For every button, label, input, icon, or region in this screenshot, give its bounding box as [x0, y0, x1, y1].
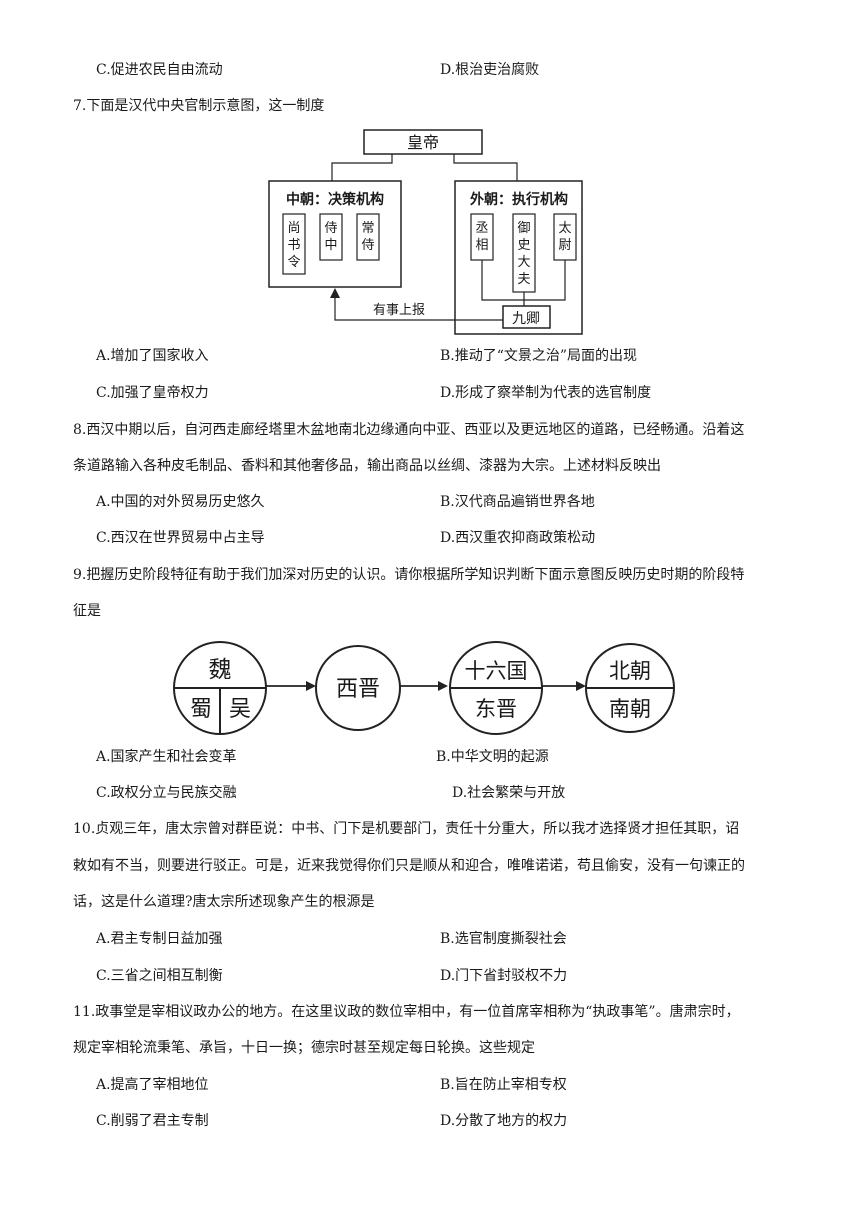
q8-stem-line2: 条道路输入各种皮毛制品、香料和其他奢侈品，输出商品以丝绸、漆器为大宗。上述材料反… [73, 458, 661, 474]
han-official-system-diagram: 皇帝 中朝：决策机构 尚书令 侍中 常侍 外朝：执行机构 丞相 御史大夫 太尉 … [268, 129, 583, 335]
circle2-label: 西晋 [336, 677, 380, 702]
q11-option-c: C.削弱了君主专制 [96, 1113, 209, 1129]
circle3-top: 十六国 [465, 659, 528, 683]
outer-item-chengxiang: 丞相 [475, 221, 488, 253]
q7-option-a: A.增加了国家收入 [96, 348, 209, 364]
q11-option-d: D.分散了地方的权力 [440, 1113, 568, 1129]
q7-stem: 7.下面是汉代中央官制示意图，这一制度 [73, 98, 325, 114]
q9-option-c: C.政权分立与民族交融 [96, 785, 237, 801]
q6-option-c: C.促进农民自由流动 [96, 62, 223, 78]
inner-court-title: 中朝：决策机构 [286, 191, 384, 208]
q10-option-c: C.三省之间相互制衡 [96, 968, 223, 984]
jiuqing-label: 九卿 [512, 311, 540, 327]
q9-option-d: D.社会繁荣与开放 [452, 785, 566, 801]
q8-option-d: D.西汉重农抑商政策松动 [440, 530, 596, 546]
report-label: 有事上报 [373, 303, 425, 318]
outer-court-title: 外朝：执行机构 [470, 191, 568, 208]
q8-option-b: B.汉代商品遍销世界各地 [440, 494, 595, 510]
q10-option-a: A.君主专制日益加强 [96, 931, 223, 947]
q9-stem-line1: 9.把握历史阶段特征有助于我们加深对历史的认识。请你根据所学知识判断下面示意图反… [73, 567, 745, 583]
circle1-left: 蜀 [190, 697, 212, 722]
q10-stem-line3: 话，这是什么道理?唐太宗所述现象产生的根源是 [73, 894, 375, 910]
q7-option-b: B.推动了“文景之治”局面的出现 [440, 348, 638, 364]
q11-option-b: B.旨在防止宰相专权 [440, 1077, 567, 1093]
outer-item-yushidafu: 御史大夫 [517, 221, 530, 287]
inner-item-changshi: 常侍 [361, 221, 374, 253]
q8-option-c: C.西汉在世界贸易中占主导 [96, 530, 265, 546]
circle3-bottom: 东晋 [475, 697, 517, 721]
q9-option-b: B.中华文明的起源 [436, 749, 549, 765]
q11-stem-line2: 规定宰相轮流秉笔、承旨，十日一换；德宗时甚至规定每日轮换。这些规定 [73, 1040, 535, 1056]
q11-option-a: A.提高了宰相地位 [96, 1077, 209, 1093]
q10-option-b: B.选官制度撕裂社会 [440, 931, 567, 947]
q10-option-d: D.门下省封驳权不力 [440, 968, 568, 984]
q7-option-c: C.加强了皇帝权力 [96, 385, 209, 401]
dynasty-sequence-diagram: 魏 蜀 吴 西晋 十六国 东晋 北朝 南朝 [173, 641, 675, 735]
q8-stem-line1: 8.西汉中期以后，自河西走廊经塔里木盆地南北边缘通向中亚、西亚以及更远地区的道路… [73, 422, 745, 438]
inner-item-shangshuling: 尚书令 [287, 221, 300, 270]
q9-option-a: A.国家产生和社会变革 [96, 749, 237, 765]
q6-option-d: D.根治吏治腐败 [440, 62, 540, 78]
circle4-top: 北朝 [609, 659, 651, 683]
circle1-right: 吴 [229, 697, 251, 722]
q10-stem-line2: 敕如有不当，则要进行驳正。可是，近来我觉得你们只是顺从和迎合，唯唯诺诺，苟且偷安… [73, 858, 745, 874]
q9-stem-line2: 征是 [73, 603, 101, 619]
q7-option-d: D.形成了察举制为代表的选官制度 [440, 385, 652, 401]
inner-item-shizhong: 侍中 [324, 221, 337, 253]
circle4-bottom: 南朝 [609, 697, 651, 721]
q10-stem-line1: 10.贞观三年，唐太宗曾对群臣说：中书、门下是机要部门，责任十分重大，所以我才选… [73, 821, 740, 837]
circle1-top: 魏 [209, 657, 232, 683]
q11-stem-line1: 11.政事堂是宰相议政办公的地方。在这里议政的数位宰相中，有一位首席宰相称为“执… [73, 1004, 740, 1020]
emperor-label: 皇帝 [407, 133, 439, 152]
outer-item-taiwei: 太尉 [558, 221, 571, 253]
q8-option-a: A.中国的对外贸易历史悠久 [96, 494, 265, 510]
